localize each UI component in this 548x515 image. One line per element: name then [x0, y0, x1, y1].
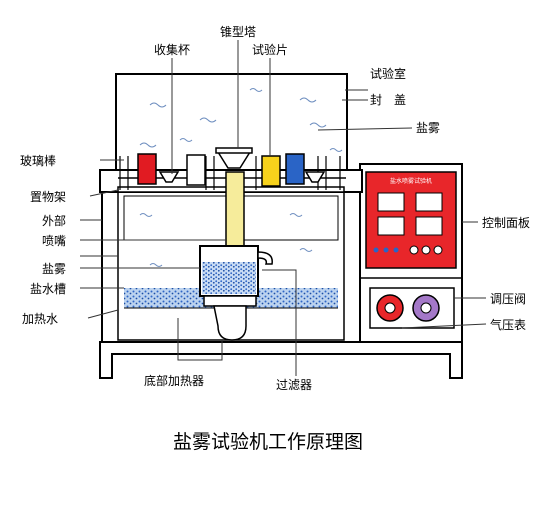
label-glass-rod: 玻璃棒 — [20, 154, 56, 168]
label-salt-fog-top: 盐雾 — [416, 121, 440, 135]
brine-tank-handle — [257, 251, 273, 265]
indicator-light-3 — [393, 247, 399, 253]
glass-rods — [119, 156, 341, 190]
specimen-red — [137, 153, 157, 185]
specimen-blue — [285, 153, 305, 185]
indicator-light-1 — [373, 247, 379, 253]
label-heated-water: 加热水 — [22, 312, 58, 326]
label-chamber: 试验室 — [370, 66, 406, 81]
label-pressure-valve: 调压阀 — [490, 292, 526, 306]
label-cover: 封 盖 — [370, 93, 406, 107]
control-panel-caption: 盐水喷雾试验机 — [390, 177, 432, 185]
switch-3 — [433, 245, 443, 255]
collection-cup-right — [304, 171, 326, 183]
nozzle-tube — [225, 171, 245, 251]
filter-housing — [213, 305, 247, 341]
labels: 锥型塔 收集杯 试验片 试验室 封 盖 盐雾 玻璃棒 置物架 外部 喷嘴 盐雾 … — [20, 25, 530, 392]
machine-base — [99, 341, 463, 379]
label-outer: 外部 — [42, 213, 66, 228]
leader-lines — [80, 40, 487, 376]
cone-tower-cap — [215, 147, 253, 154]
label-bottom-heater: 底部加热器 — [144, 373, 204, 388]
label-nozzle: 喷嘴 — [42, 234, 66, 248]
label-rack: 置物架 — [30, 190, 66, 204]
display-4 — [415, 216, 443, 236]
specimen-red-2 — [186, 154, 206, 186]
label-control-panel: 控制面板 — [482, 216, 530, 230]
switch-1 — [409, 245, 419, 255]
switch-2 — [421, 245, 431, 255]
display-1 — [377, 192, 405, 212]
indicator-light-2 — [383, 247, 389, 253]
brine-tank-water — [202, 262, 256, 294]
label-cone-tower: 锥型塔 — [220, 25, 256, 39]
pressure-gauge-dial-center — [420, 302, 432, 314]
label-brine-tank: 盐水槽 — [30, 282, 66, 296]
label-filter: 过滤器 — [276, 378, 312, 392]
fog-wisps — [139, 88, 343, 267]
label-pressure-gauge: 气压表 — [490, 317, 526, 332]
pressure-panel — [369, 287, 455, 329]
display-3 — [377, 216, 405, 236]
diagram-title: 盐雾试验机工作原理图 — [173, 431, 363, 453]
label-specimen: 试验片 — [252, 42, 288, 57]
label-salt-fog-left: 盐雾 — [42, 262, 66, 276]
control-panel: 盐水喷雾试验机 — [365, 171, 457, 269]
label-collection-cup: 收集杯 — [154, 42, 190, 57]
pressure-valve-knob-center — [384, 302, 396, 314]
specimen-yellow — [261, 155, 281, 187]
display-2 — [415, 192, 443, 212]
brine-tank-base — [203, 295, 257, 307]
